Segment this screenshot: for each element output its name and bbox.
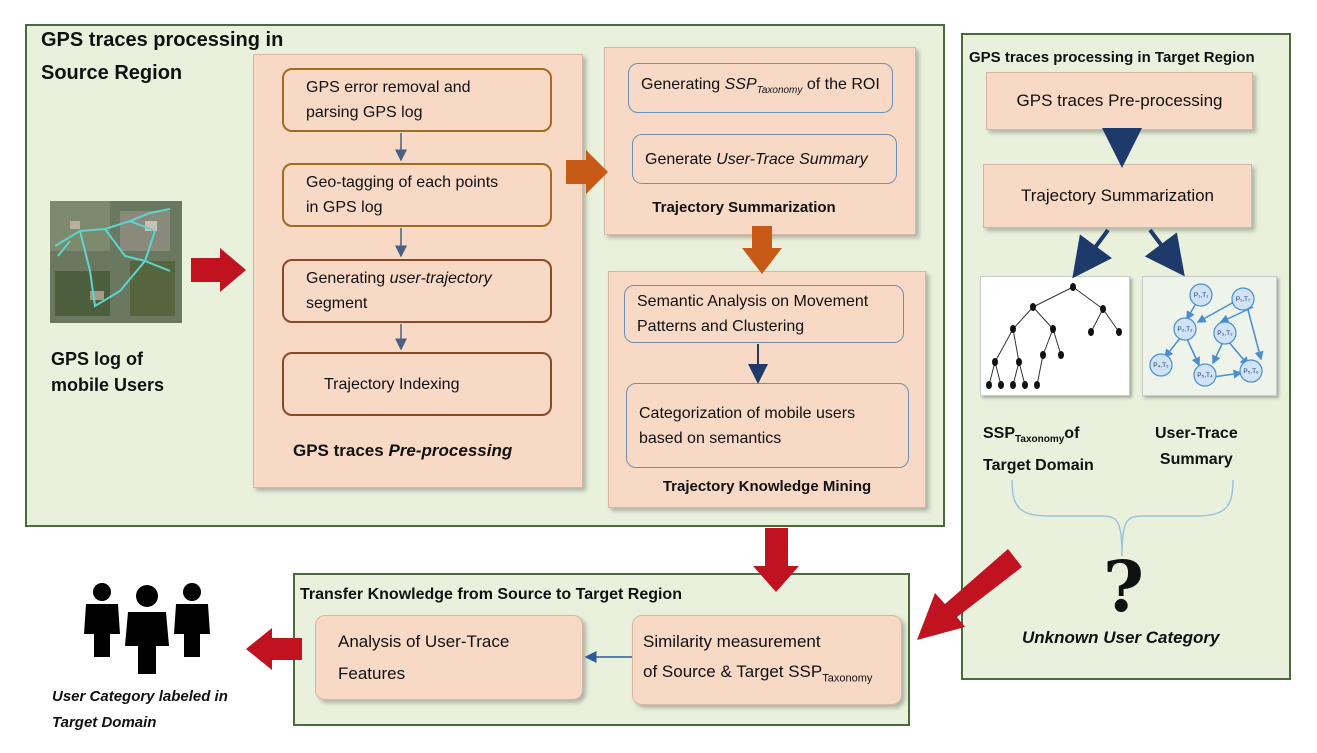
target-region-title: GPS traces processing in Target Region: [969, 49, 1255, 66]
gps-map-thumbnail: [50, 201, 182, 323]
people-icon: [84, 583, 210, 674]
user-trace-summary-label: User-Trace Summary: [1155, 425, 1238, 468]
target-preprocessing-box: GPS traces Pre-processing: [986, 72, 1253, 130]
graph-node-3: P₂,T₂: [1177, 326, 1193, 333]
mining-caption: Trajectory Knowledge Mining: [662, 478, 872, 495]
target-summarization-box: Trajectory Summarization: [983, 164, 1252, 228]
graph-node-6: P₅,T₄: [1197, 372, 1213, 379]
step-trajectory-indexing: Trajectory Indexing: [282, 352, 552, 416]
gps-log-label: GPS log of mobile Users: [51, 349, 165, 395]
graph-node-4: P₃,T₃: [1217, 330, 1233, 337]
generating-ssp-box: Generating SSPTaxonomy of the ROI: [628, 63, 893, 113]
graph-node-2: P₁,T₇: [1236, 296, 1251, 303]
graph-node-1: P₁,T₁: [1194, 292, 1209, 299]
graph-node-5: P₄,T₅: [1153, 362, 1169, 369]
unknown-user-category-label: Unknown User Category: [1022, 628, 1220, 647]
tree-diagram: [980, 276, 1130, 396]
curly-brace: [1011, 479, 1234, 557]
question-mark-icon: ?: [1103, 545, 1145, 628]
output-label: User Category labeled in Target Domain: [52, 688, 228, 731]
preprocessing-caption: GPS traces Pre-processing: [293, 441, 513, 460]
ssp-taxonomy-label: SSPTaxonomyof Target Domain: [983, 425, 1094, 475]
graph-diagram: P₁,T₁ P₁,T₇ P₂,T₂ P₃,T₃ P₄,T₅ P₅,T₄ P₅,T…: [1142, 276, 1277, 396]
summarization-caption: Trajectory Summarization: [652, 199, 836, 216]
graph-node-7: P₅,T₆: [1243, 368, 1259, 375]
generate-summary-box: Generate User-Trace Summary: [632, 134, 897, 184]
transfer-title: Transfer Knowledge from Source to Target…: [300, 586, 682, 603]
source-region-title: GPS traces processing in Source Region: [41, 29, 284, 84]
